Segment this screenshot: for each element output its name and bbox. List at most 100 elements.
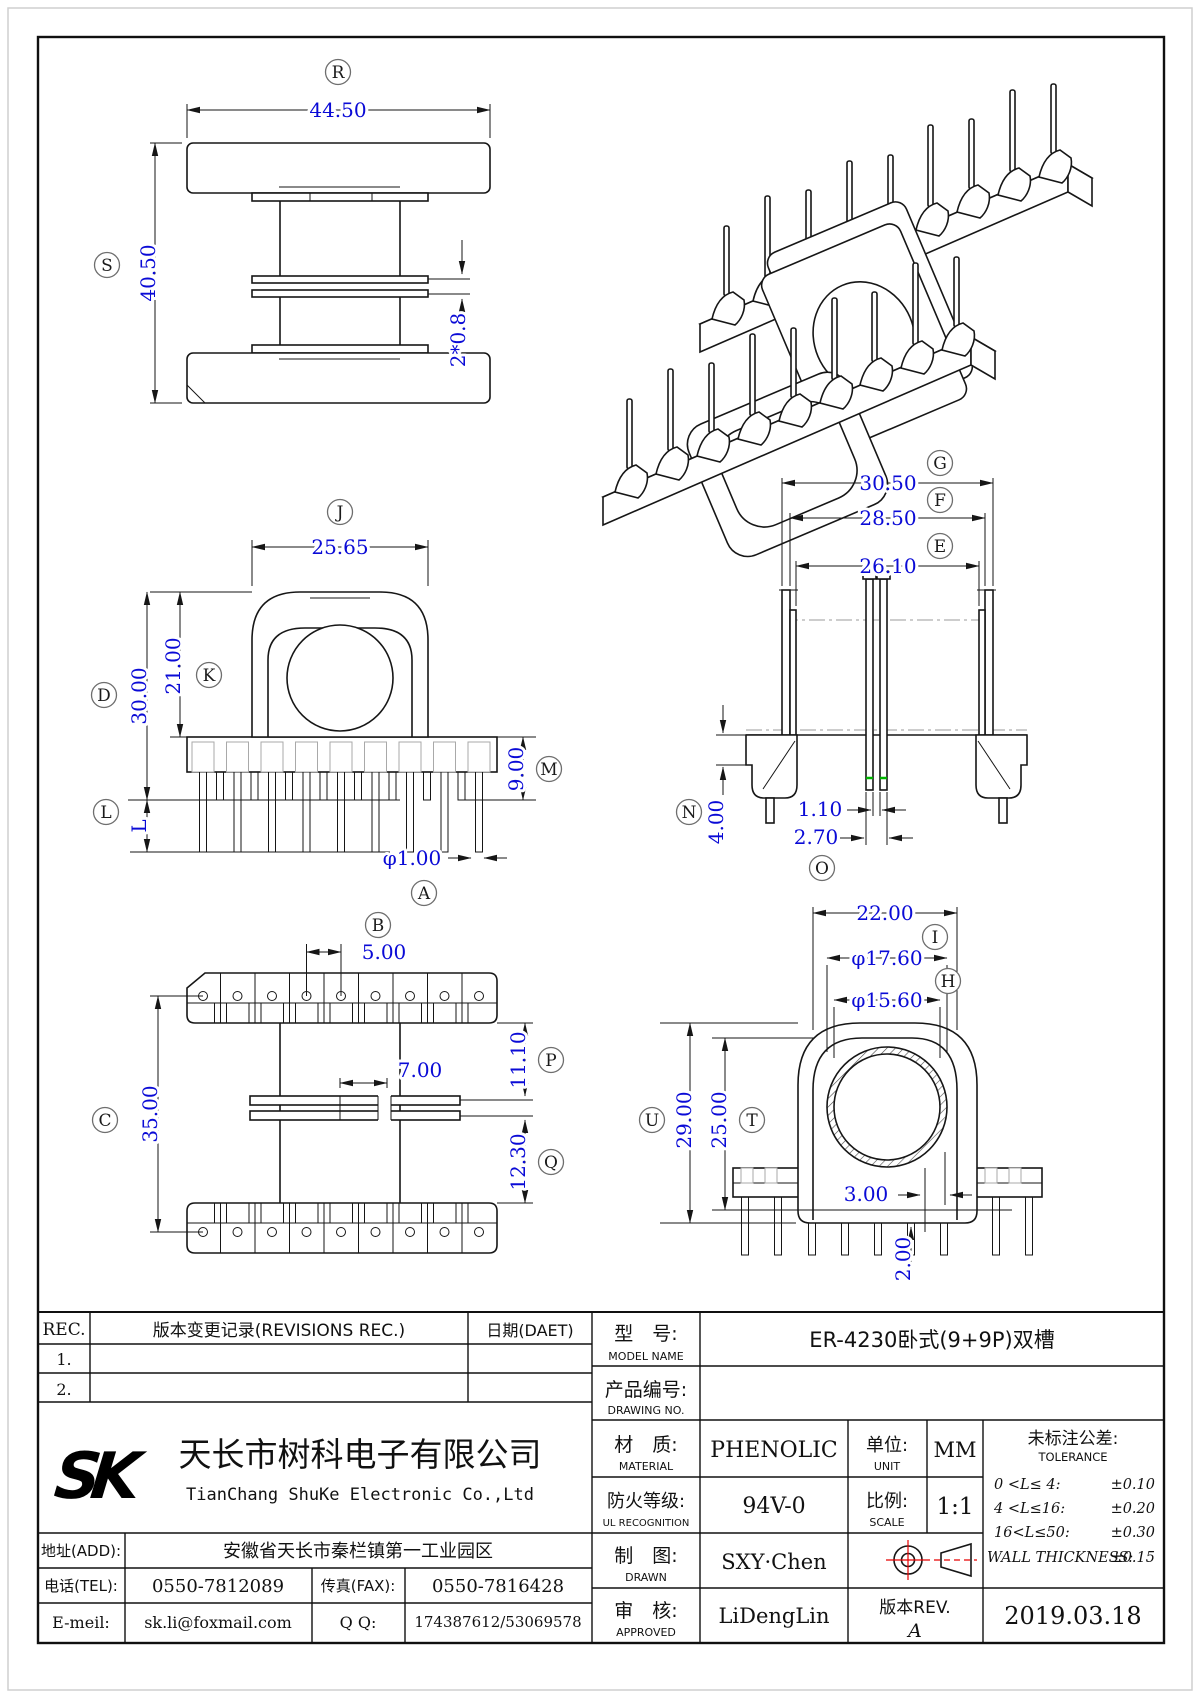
dim-seat-height: 9.00 (504, 747, 528, 792)
balloon-R: R (324, 58, 352, 86)
tel-label: 电话(TEL): (44, 1577, 118, 1595)
projection-symbol (886, 1540, 977, 1580)
dim-n: 4.00 (704, 800, 728, 845)
balloon-C: C (91, 1106, 119, 1134)
balloon-U: U (638, 1106, 666, 1134)
front-view: 25.65 30.00 21.00 L 9.00 φ1.00 J D K L M… (90, 498, 563, 907)
dim-gap: 1.10 (798, 797, 843, 821)
balloon-L: L (92, 798, 120, 826)
material-label-en: MATERIAL (619, 1460, 674, 1473)
drawing-label-en: DRAWING NO. (608, 1404, 685, 1417)
balloon-H: H (934, 967, 962, 995)
dim-section-width: 22.00 (856, 901, 913, 925)
balloon-G: G (926, 449, 954, 477)
dim-l: L (127, 819, 151, 832)
revisions-col-desc: 版本变更记录(REVISIONS REC.) (153, 1321, 405, 1341)
dim-inner-diameter: φ15.60 (851, 988, 922, 1012)
tol-value-2: ±0.20 (1111, 1501, 1155, 1517)
dim-window-height: 21.00 (161, 637, 185, 694)
model-value: ER-4230卧式(9+9P)双槽 (809, 1328, 1054, 1352)
svg-text:S: S (101, 256, 113, 276)
dim-step: 2.00 (891, 1237, 915, 1282)
balloon-B: B (364, 911, 392, 939)
drawn-label-en: DRAWN (625, 1571, 667, 1584)
balloon-T: T (738, 1106, 766, 1134)
material-value: PHENOLIC (710, 1438, 837, 1463)
balloon-D: D (90, 681, 118, 709)
side-center-plates (862, 570, 891, 791)
revisions-col-rec: REC. (42, 1320, 85, 1340)
svg-text:R: R (332, 63, 346, 83)
iso-lower-pins (626, 256, 960, 470)
company-logo: SK (51, 1439, 149, 1514)
balloon-J: J (326, 498, 354, 526)
svg-text:A: A (417, 884, 431, 904)
dim-c: 35.00 (138, 1085, 162, 1142)
titleblock-grid (38, 1311, 1164, 1643)
iso-lower-fins (614, 322, 976, 499)
fire-value: 94V-0 (742, 1494, 805, 1519)
iso-lower-rail (601, 256, 997, 527)
svg-text:F: F (934, 491, 946, 511)
svg-text:U: U (645, 1111, 659, 1131)
unit-label-en: UNIT (874, 1460, 901, 1473)
svg-text:B: B (372, 916, 385, 936)
balloon-F: F (926, 486, 954, 514)
svg-text:T: T (746, 1111, 758, 1131)
svg-text:K: K (203, 666, 216, 686)
tol-range-3: 16<L≤50: (994, 1525, 1070, 1541)
unit-value: MM (933, 1438, 976, 1462)
revision-row-1: 1. (56, 1350, 71, 1369)
balloon-A: A (410, 879, 438, 907)
fire-label-en: UL RECOGNITION (603, 1518, 690, 1529)
svg-text:L: L (100, 803, 111, 823)
balloon-O: O (808, 854, 836, 882)
svg-text:J: J (335, 503, 344, 523)
unit-label-cn: 单位: (866, 1435, 908, 1456)
front-pins (199, 772, 483, 853)
plate-notch (378, 1094, 391, 1122)
svg-text:D: D (97, 686, 111, 706)
tel-value: 0550-7812089 (152, 1576, 284, 1597)
dim-g: 30.50 (859, 471, 916, 495)
section-view: 22.00 φ17.60 φ15.60 29.00 25.00 3.00 2.0… (638, 898, 1043, 1284)
qq-value: 174387612/53069578 (414, 1613, 581, 1631)
dim-o: 2.70 (794, 825, 839, 849)
dim-total-height: 30.00 (127, 667, 151, 724)
svg-text:O: O (815, 859, 829, 879)
dim-pitch: 5.00 (362, 940, 407, 964)
model-label-cn: 型 号: (614, 1323, 677, 1345)
dim-top-width: 44.50 (309, 98, 366, 122)
company-name-en: TianChang ShuKe Electronic Co.,Ltd (186, 1485, 534, 1505)
tolerance-title-en: TOLERANCE (1037, 1450, 1107, 1464)
dim-slot7: 7.00 (398, 1058, 443, 1082)
model-label-en: MODEL NAME (608, 1350, 683, 1363)
cone-symbol (940, 1542, 972, 1578)
isometric-view (601, 83, 1094, 558)
tolerance-title-cn: 未标注公差: (1028, 1429, 1119, 1449)
tol-range-1: 0 <L≤ 4: (994, 1477, 1060, 1493)
balloon-S: S (93, 251, 121, 279)
dim-q: 12.30 (506, 1133, 530, 1190)
tol-value-4: ±0.15 (1111, 1550, 1155, 1566)
company-name-cn: 天长市树科电子有限公司 (179, 1435, 542, 1474)
balloon-N: N (675, 798, 703, 826)
dim-window-width: 25.65 (311, 535, 368, 559)
scale-value: 1:1 (936, 1494, 973, 1520)
core-ring-hatched (826, 1046, 948, 1168)
scale-label-cn: 比例: (866, 1491, 908, 1512)
dim-mid-plates: 2*0.8 (446, 313, 470, 368)
balloon-P: P (537, 1046, 565, 1074)
tol-value-1: ±0.10 (1111, 1477, 1155, 1493)
revisions-col-date: 日期(DAET) (486, 1321, 573, 1340)
svg-text:P: P (545, 1051, 556, 1071)
side-feet (745, 734, 1028, 824)
drawing-label-cn: 产品编号: (605, 1379, 687, 1401)
company-block: SK 天长市树科电子有限公司 TianChang ShuKe Electroni… (41, 1435, 582, 1632)
scale-label-en: SCALE (869, 1516, 904, 1529)
fire-label-cn: 防火等级: (607, 1491, 685, 1512)
revision-row-2: 2. (56, 1380, 71, 1399)
approved-value: LiDengLin (718, 1604, 829, 1628)
front-base-slots (191, 741, 491, 773)
